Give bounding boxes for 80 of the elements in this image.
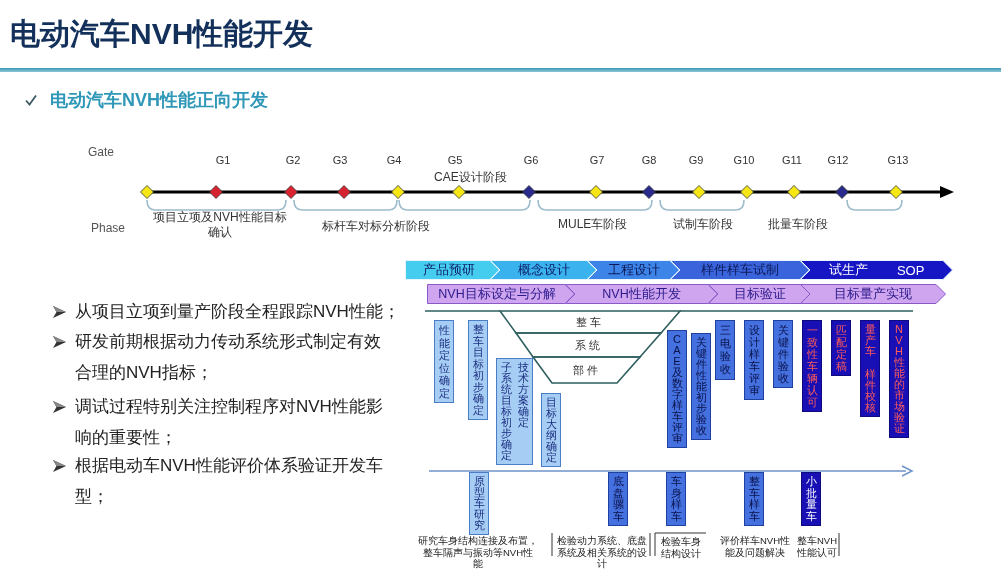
gate-diamond <box>835 185 849 199</box>
box-text: 子系统目标初步确定 <box>500 362 512 461</box>
task-box: 关键件性能初步验收 <box>691 333 711 440</box>
gate-label: G5 <box>446 154 464 166</box>
gate-label: G9 <box>687 154 705 166</box>
gate-diamond <box>452 185 466 199</box>
bullet-text: 根据电动车NVH性能评价体系验证开发车型； <box>75 455 384 508</box>
level-band: 整车 <box>500 311 680 333</box>
gate-label: G11 <box>781 154 803 166</box>
gate-diamond <box>692 185 706 199</box>
caption-text: 检验车身结构设计 <box>660 536 702 559</box>
task-box: 车身样车 <box>666 472 686 526</box>
caption-text: 评价样车NVH性能及问题解决 <box>719 535 791 558</box>
caption-text: 整车NVH性能认可 <box>796 535 838 558</box>
task-box: 设计样车评审 <box>744 320 764 400</box>
task-box: 底盘骡车 <box>608 472 628 526</box>
gate-diamond <box>889 185 903 199</box>
box-text: 样件校核 <box>864 369 876 413</box>
gate-label: G13 <box>886 154 910 166</box>
caption-text: 研究车身结构连接及布置，整车隔声与振动等NVH性能 <box>418 535 538 570</box>
gate-label: G6 <box>522 154 540 166</box>
gate-label: G4 <box>385 154 403 166</box>
bullet-text: 研发前期根据动力传动系统形式制定有效合理的NVH指标； <box>75 331 382 384</box>
process-step: 样件样车试制 <box>670 260 810 280</box>
gate-diamond <box>787 185 801 199</box>
gate-diamond <box>140 185 154 199</box>
task-box: 性能定位确定 <box>434 320 454 403</box>
gate-label: G12 <box>826 154 850 166</box>
process-step: 目标量产实现 <box>800 284 946 304</box>
task-box: 一致性车辆认可 <box>802 320 822 412</box>
gate-diamond <box>522 185 536 199</box>
gate-diamond <box>740 185 754 199</box>
task-box <box>860 320 880 417</box>
task-box: 关键件验收 <box>773 320 793 388</box>
task-box: 目标大纲确定 <box>541 393 561 467</box>
phase-label: 试制车阶段 <box>673 216 733 233</box>
gate-label: G10 <box>732 154 756 166</box>
task-box: 整车目标初步确定 <box>468 320 488 420</box>
gate-diamond <box>642 185 656 199</box>
box-text: 技术方案确定 <box>517 362 529 428</box>
task-box: 原型车研究 <box>469 472 489 535</box>
task-box: 匹配定稿 <box>831 320 851 376</box>
gate-label: G1 <box>214 154 232 166</box>
gate-diamond <box>209 185 223 199</box>
gate-diamond <box>589 185 603 199</box>
process-step: 产品预研 <box>405 260 500 280</box>
gate-diamond <box>391 185 405 199</box>
phase-label: 项目立项及NVH性能目标确认 <box>152 210 288 240</box>
level-band: 部件 <box>533 357 640 383</box>
gate-label: G3 <box>331 154 349 166</box>
level-band: 系统 <box>516 333 661 357</box>
gate-label: G2 <box>284 154 302 166</box>
process-step: 概念设计 <box>490 260 597 280</box>
task-box: NVH性能的市场验证 <box>889 320 909 438</box>
task-box: 小批量车 <box>801 472 821 526</box>
gate-diamond <box>284 185 298 199</box>
task-box: 整车样车 <box>744 472 764 526</box>
axis-label: Gate <box>88 145 114 159</box>
task-box: CAE及数字样车评审 <box>667 330 687 448</box>
bullet-text: 从项目立项到量产阶段全程跟踪NVH性能； <box>75 301 401 323</box>
task-box: 三电验收 <box>715 320 735 380</box>
process-step: NVH性能开发 <box>565 284 718 304</box>
bullet-text: 调试过程特别关注控制程序对NVH性能影响的重要性； <box>75 396 384 449</box>
axis-label: Phase <box>91 221 126 235</box>
slide-title: 电动汽车NVH性能开发 <box>10 16 314 52</box>
caption-text: 检验动力系统、底盘系统及相关系统的设计 <box>556 535 648 570</box>
gate-diamond <box>337 185 351 199</box>
phase-label: CAE设计阶段 <box>434 169 507 186</box>
task-box <box>496 358 533 465</box>
process-step: NVH目标设定与分解 <box>427 284 575 304</box>
gate-label: G8 <box>640 154 658 166</box>
stage-label: SOP <box>896 262 925 278</box>
phase-label: MULE车阶段 <box>558 216 628 233</box>
box-text: 量产车 <box>864 324 876 357</box>
phase-label: 批量车阶段 <box>768 216 828 233</box>
gate-label: G7 <box>588 154 606 166</box>
process-step <box>800 260 953 280</box>
phase-label: 标杆车对标分析阶段 <box>322 218 430 235</box>
stage-label: 试生产 <box>828 261 868 279</box>
slide-subtitle: 电动汽车NVH性能正向开发 <box>50 89 268 112</box>
